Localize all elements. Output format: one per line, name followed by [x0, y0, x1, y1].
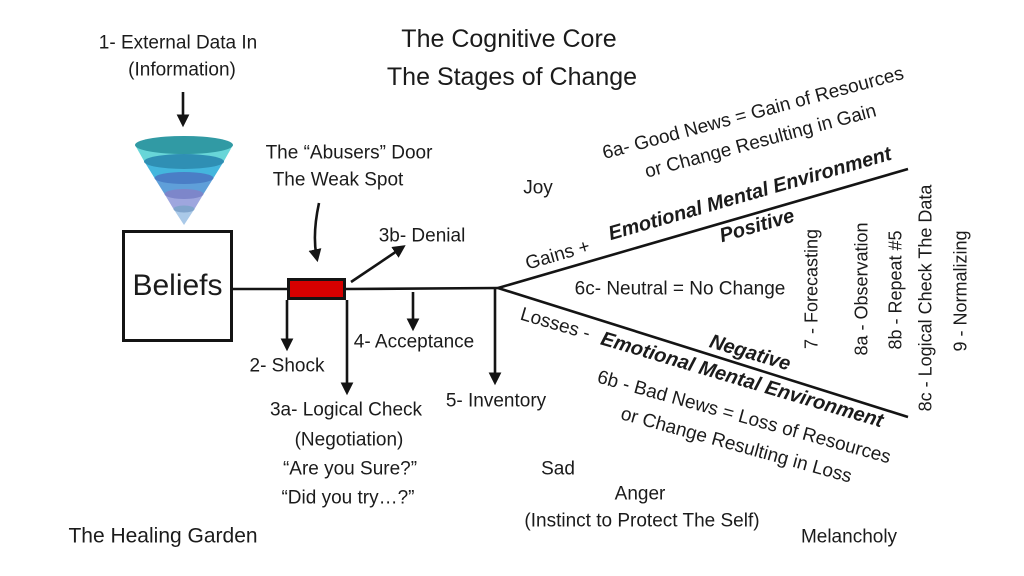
beliefs-box: Beliefs: [122, 230, 233, 342]
stage-logical-check-data-label: 8c - Logical Check The Data: [915, 184, 936, 412]
page-title-line1: The Cognitive Core: [401, 24, 617, 53]
information-label: (Information): [128, 59, 236, 81]
stage-observation-label: 8a - Observation: [851, 222, 872, 356]
stage-inventory-label: 5- Inventory: [445, 390, 547, 412]
emotion-joy-label: Joy: [523, 177, 553, 199]
stage-normalizing-label: 9 - Normalizing: [950, 230, 971, 352]
are-you-sure-label: “Are you Sure?”: [282, 458, 418, 480]
stage-acceptance-label: 4- Acceptance: [353, 331, 475, 353]
stage-forecasting-label: 7 - Forecasting: [801, 228, 822, 350]
emotion-anger-label: Anger: [614, 483, 666, 505]
weak-spot-label: The Weak Spot: [272, 169, 404, 191]
healing-garden-label: The Healing Garden: [68, 524, 258, 548]
stage-denial-label: 3b- Denial: [378, 225, 466, 247]
page-title-line2: The Stages of Change: [386, 62, 638, 91]
neutral-label: 6c- Neutral = No Change: [574, 278, 786, 300]
negotiation-label: (Negotiation): [294, 429, 404, 451]
did-you-try-label: “Did you try…?”: [281, 487, 415, 509]
external-data-label: 1- External Data In: [98, 32, 258, 54]
emotion-melancholy-label: Melancholy: [800, 526, 898, 548]
anger-note-label: (Instinct to Protect The Self): [524, 510, 760, 532]
losses-branch-line: [497, 286, 909, 419]
funnel-icon: [135, 136, 233, 225]
main-flow-line: [345, 286, 499, 291]
weak-spot-rect: [287, 278, 346, 300]
abusers-door-label: The “Abusers” Door: [265, 142, 433, 164]
stage-repeat-label: 8b - Repeat #5: [885, 230, 906, 350]
stage-shock-label: 2- Shock: [249, 355, 325, 377]
gains-branch-line: [497, 167, 909, 290]
denial-arrow: [350, 245, 406, 284]
beliefs-label: Beliefs: [132, 269, 223, 302]
stage-logical-check-label: 3a- Logical Check: [269, 399, 423, 421]
door-arrow: [308, 202, 322, 263]
emotion-sad-label: Sad: [541, 458, 575, 480]
